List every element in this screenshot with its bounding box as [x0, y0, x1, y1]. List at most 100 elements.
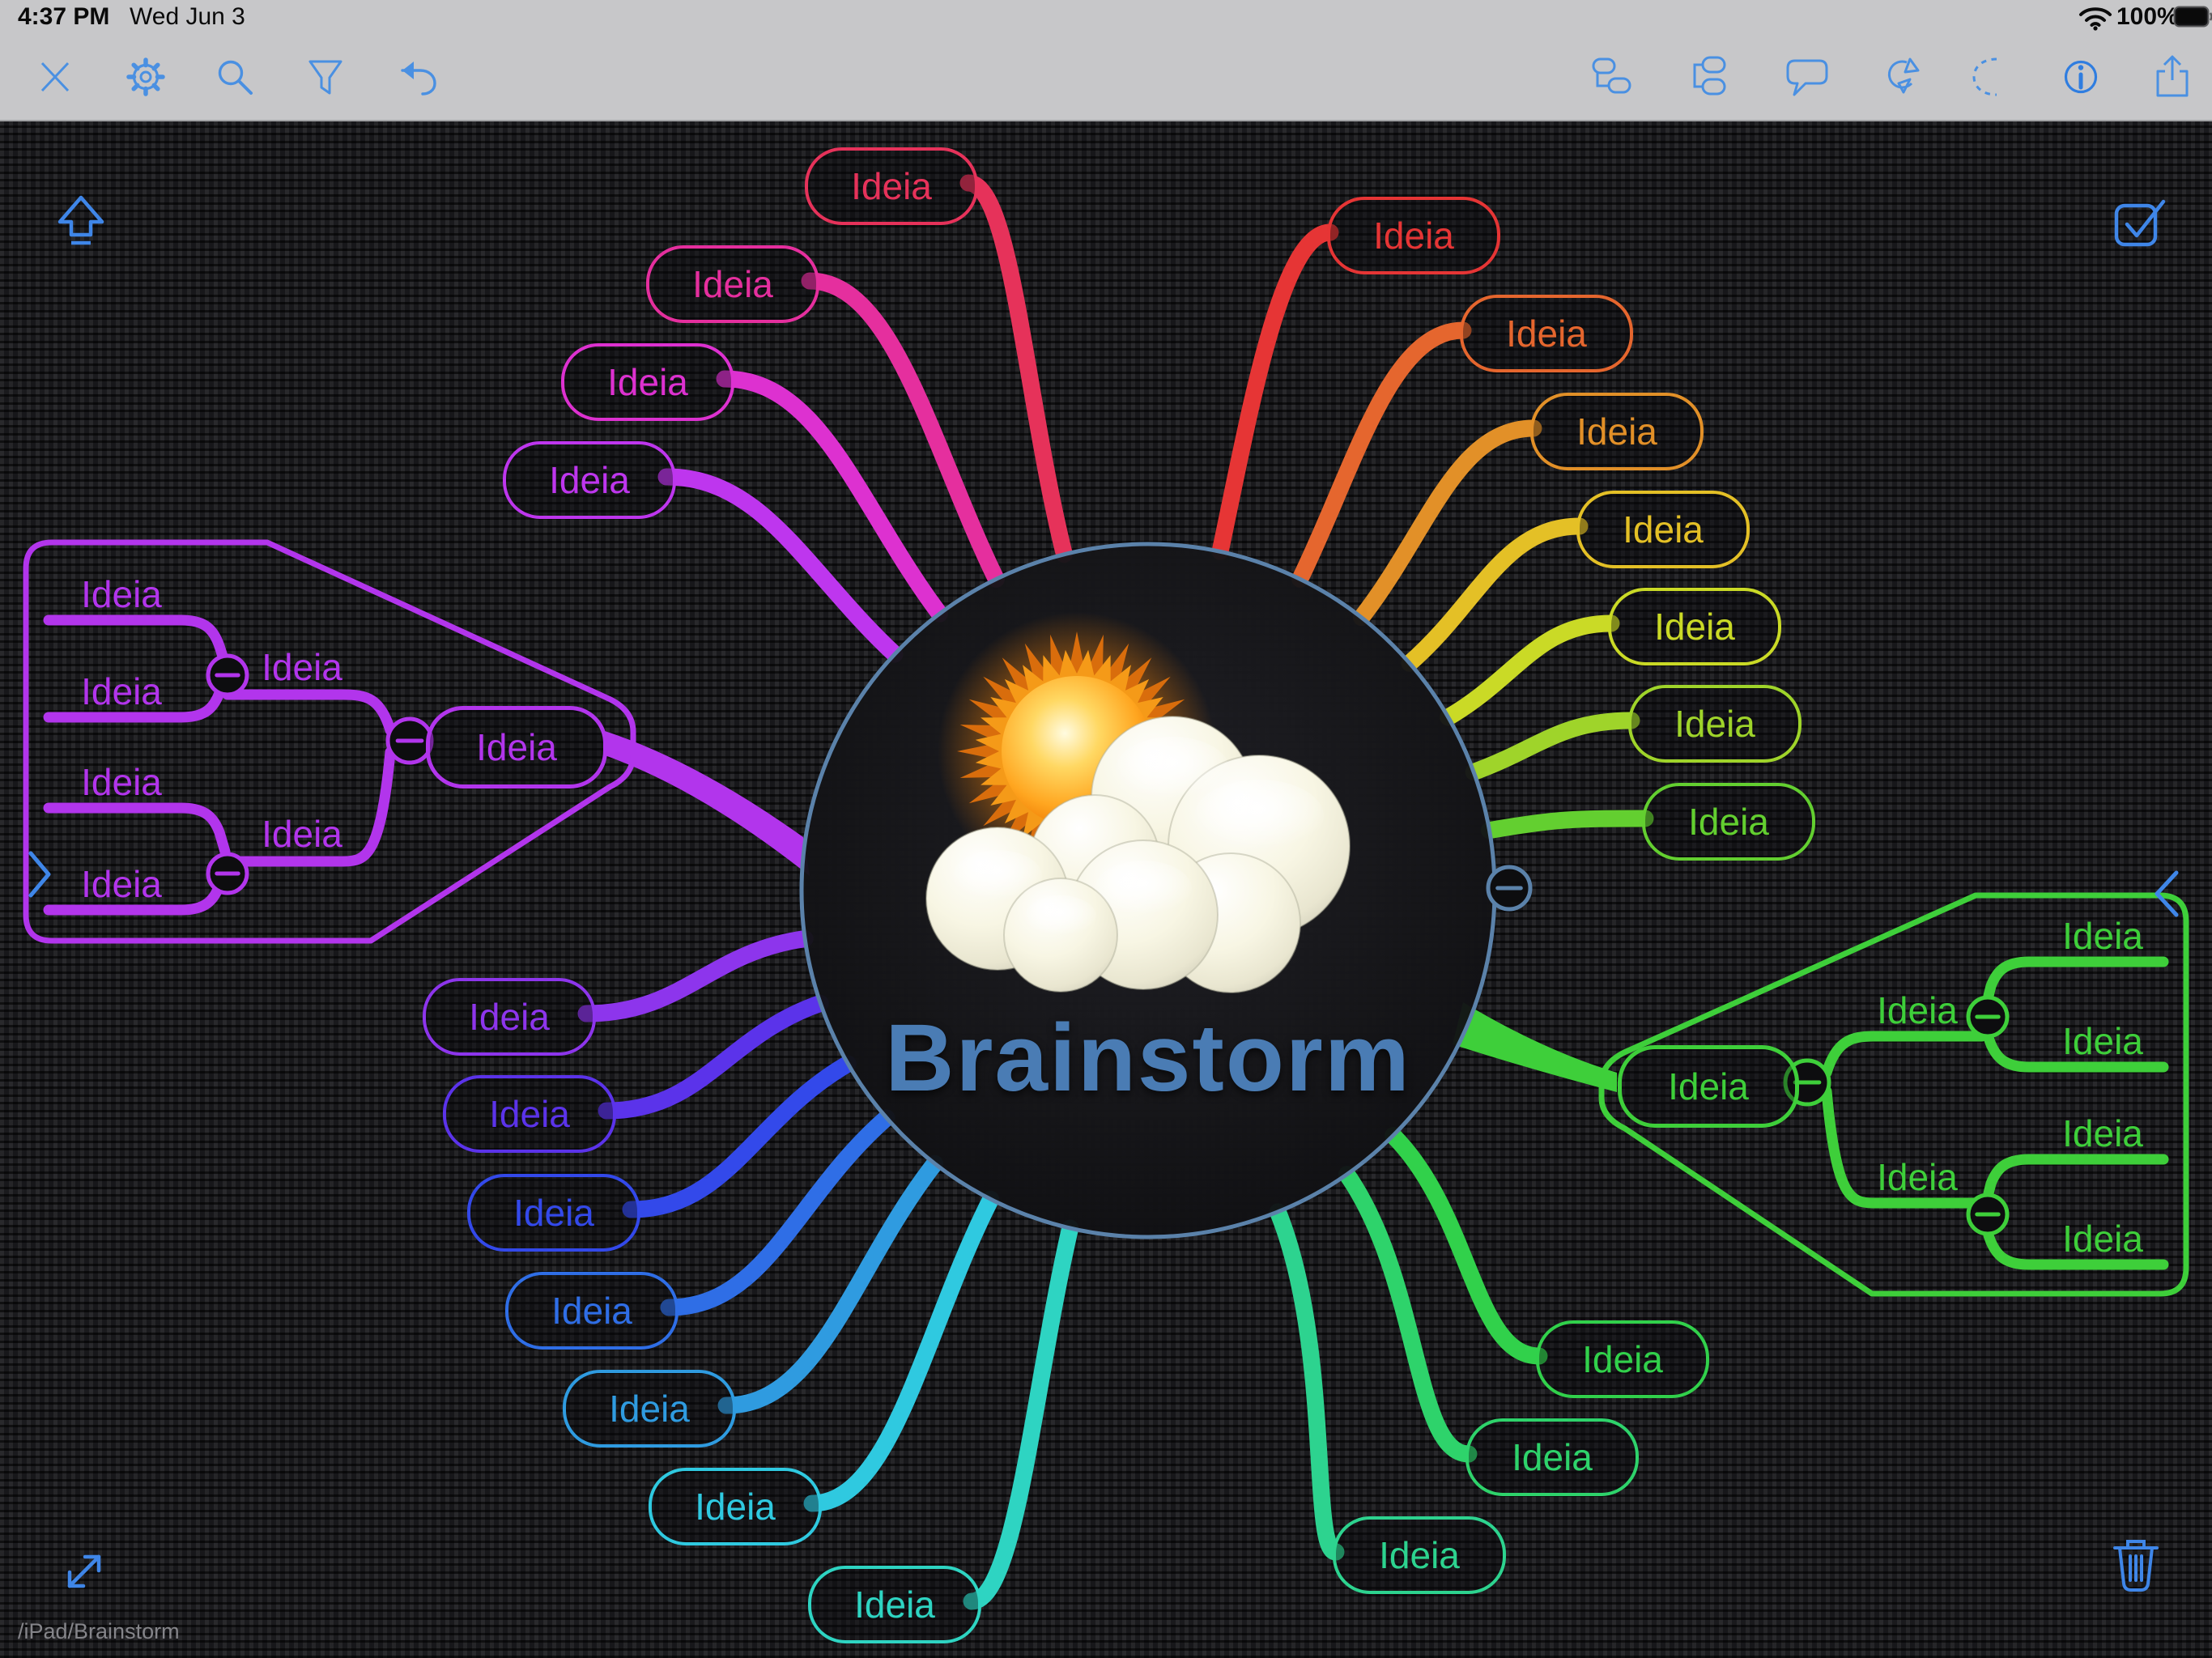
search-icon[interactable]: [209, 51, 261, 103]
idea-node[interactable]: Ideia: [503, 441, 676, 519]
connection-line: [803, 1190, 1000, 1512]
collapse-button[interactable]: [206, 653, 249, 697]
idea-node[interactable]: Ideia: [1530, 393, 1704, 470]
idea-node[interactable]: Ideia: [1327, 197, 1500, 274]
close-icon[interactable]: [29, 51, 81, 103]
branch-line: [222, 689, 396, 736]
connection-line: [959, 174, 1073, 563]
connection-line: [716, 370, 948, 623]
central-topic-node[interactable]: [799, 542, 1497, 1239]
connection-line: [1385, 1127, 1548, 1365]
connection-line: [1269, 1203, 1345, 1561]
group-boundary: [1598, 892, 2189, 1297]
idea-label-node[interactable]: Ideia: [1877, 1156, 1958, 1198]
idea-label-node[interactable]: Ideia: [1877, 989, 1958, 1031]
idea-node[interactable]: Ideia: [1536, 1320, 1709, 1398]
idea-node[interactable]: Ideia: [443, 1075, 616, 1153]
undo-icon[interactable]: [393, 51, 445, 103]
trash-icon[interactable]: [2104, 1532, 2168, 1596]
add-child-node-icon[interactable]: [1587, 51, 1639, 103]
connection-line: [1338, 1166, 1478, 1463]
branch-line: [229, 746, 396, 867]
idea-node[interactable]: Ideia: [467, 1174, 640, 1252]
collapse-button[interactable]: [1966, 1192, 2010, 1236]
connection-line: [1465, 712, 1640, 781]
connection-line: [1440, 614, 1620, 726]
share-icon[interactable]: [2146, 51, 2198, 103]
branch-line: [1983, 1230, 2169, 1270]
expand-icon[interactable]: [49, 1534, 113, 1599]
branch-link: [1453, 1002, 1617, 1092]
connection-line: [622, 1055, 857, 1218]
battery-percent: 100%: [2116, 3, 2179, 30]
branch-line: [1983, 1032, 2169, 1073]
idea-node[interactable]: Ideia: [1608, 588, 1781, 665]
idea-label-node[interactable]: Ideia: [2062, 1112, 2143, 1154]
scroll-right-chevron: [2155, 870, 2179, 917]
connection-line: [801, 272, 1005, 588]
idea-node[interactable]: Ideia: [561, 343, 734, 421]
branch-line: [43, 802, 231, 857]
idea-node[interactable]: Ideia: [805, 147, 978, 225]
sun-cloud-image: [925, 612, 1351, 993]
idea-label-node[interactable]: Ideia: [81, 761, 162, 803]
idea-label-node[interactable]: Ideia: [81, 573, 162, 615]
add-sibling-node-icon[interactable]: [1684, 51, 1736, 103]
idea-node[interactable]: Ideia: [808, 1566, 981, 1643]
idea-node[interactable]: Ideia: [1465, 1418, 1639, 1496]
callout-icon[interactable]: [1781, 51, 1833, 103]
branch-link: [605, 731, 810, 876]
upload-top-icon[interactable]: [49, 188, 113, 253]
status-date: Wed Jun 3: [130, 3, 245, 30]
idea-label-node[interactable]: Ideia: [81, 863, 162, 905]
branch-line: [1983, 956, 2169, 1001]
cloud-icon: [925, 716, 1351, 993]
document-path-label: /iPad/Brainstorm: [18, 1619, 180, 1643]
idea-label-node[interactable]: Ideia: [262, 646, 342, 688]
group-boundaries-layer: [23, 539, 2189, 1297]
status-time: 4:37 PM: [18, 3, 110, 30]
idea-node[interactable]: Ideia: [1576, 491, 1750, 568]
idea-node[interactable]: Ideia: [423, 978, 596, 1056]
idea-node[interactable]: Ideia: [563, 1370, 736, 1448]
group-boundary: [23, 539, 636, 944]
collapse-button[interactable]: [1486, 865, 1533, 912]
connection-line: [1481, 810, 1654, 840]
collapse-button[interactable]: [1966, 995, 2010, 1039]
branch-line: [1821, 1031, 1988, 1078]
idea-node[interactable]: Ideia: [1460, 295, 1633, 372]
idea-node[interactable]: Ideia: [649, 1468, 822, 1545]
info-icon[interactable]: [2055, 51, 2107, 103]
connection-line: [1401, 517, 1589, 672]
idea-label-node[interactable]: Ideia: [81, 670, 162, 712]
connection-line: [598, 994, 829, 1120]
idea-label-node[interactable]: Ideia: [2062, 915, 2143, 957]
connection-line: [660, 1109, 895, 1316]
toolbar: 4:37 PM Wed Jun 3 100%: [0, 0, 2212, 121]
connection-lines-layer: [577, 174, 1654, 1610]
connection-line: [1291, 321, 1472, 588]
filter-funnel-icon[interactable]: [300, 51, 351, 103]
connection-line: [717, 1154, 943, 1414]
collapse-button[interactable]: [206, 852, 249, 895]
task-checkbox-icon[interactable]: [2105, 188, 2170, 253]
idea-node[interactable]: Ideia: [646, 245, 819, 323]
connection-line: [1353, 419, 1542, 627]
settings-gear-icon[interactable]: [120, 51, 172, 103]
idea-node[interactable]: Ideia: [1333, 1516, 1506, 1594]
wifi-icon: [2078, 5, 2113, 31]
idea-label-node[interactable]: Ideia: [262, 813, 342, 855]
connection-line: [657, 468, 904, 663]
idea-node[interactable]: Ideia: [1642, 783, 1815, 861]
idea-label-node[interactable]: Ideia: [2062, 1020, 2143, 1062]
collapse-button[interactable]: [385, 716, 434, 765]
idea-node[interactable]: Ideia: [505, 1272, 678, 1350]
idea-node[interactable]: Ideia: [426, 706, 607, 789]
idea-node[interactable]: Ideia: [1628, 685, 1802, 763]
central-topic-title[interactable]: Brainstorm: [885, 1005, 1411, 1112]
boundary-icon[interactable]: [1966, 51, 2018, 103]
idea-node[interactable]: Ideia: [1618, 1045, 1799, 1128]
idea-label-node[interactable]: Ideia: [2062, 1218, 2143, 1260]
relationship-icon[interactable]: [1874, 51, 1926, 103]
